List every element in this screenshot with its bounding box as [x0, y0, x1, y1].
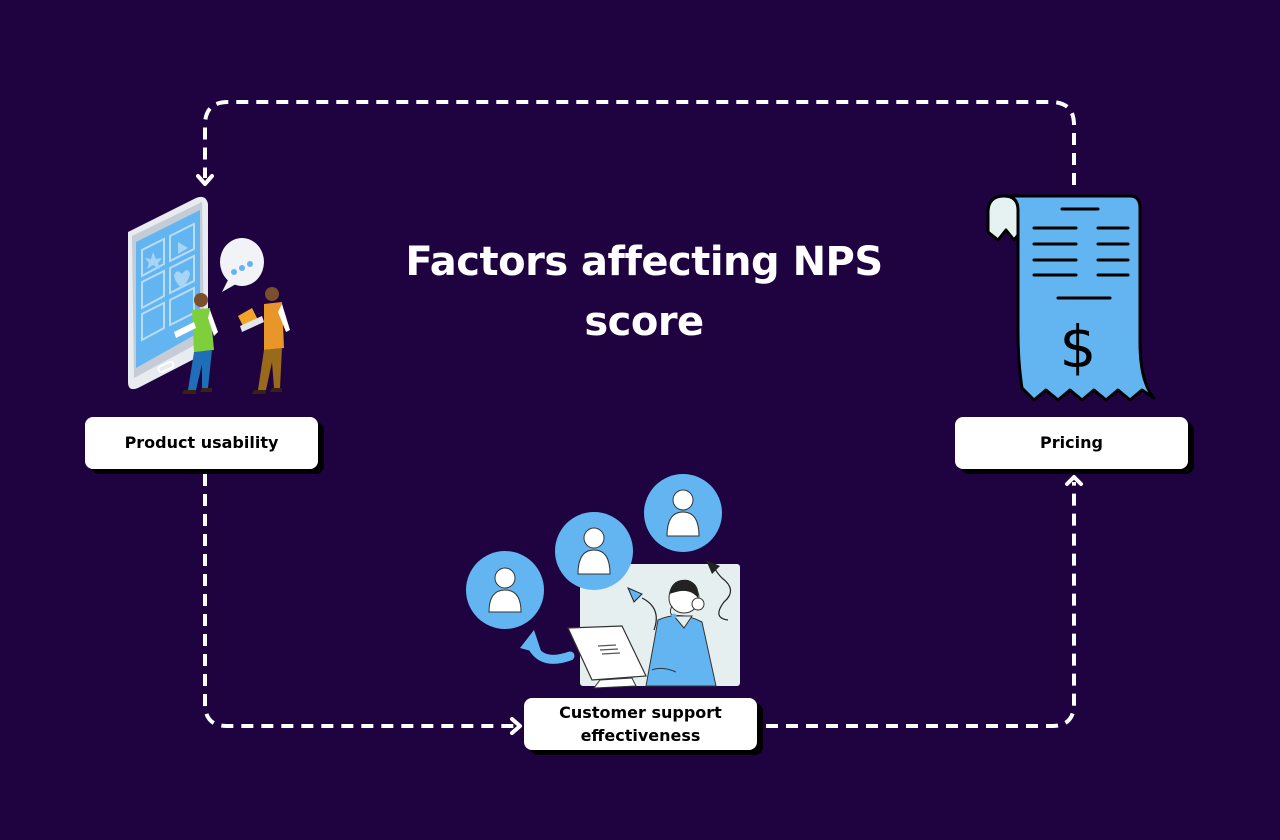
node-product-usability: Product usability [85, 417, 318, 469]
node-customer-support: Customer support effectiveness [524, 698, 757, 750]
node-label: Customer support effectiveness [559, 703, 722, 745]
connector-pricing-to-usability [203, 100, 1076, 185]
receipt-dollar-icon: $ [986, 194, 1156, 402]
node-pricing: Pricing [955, 417, 1188, 469]
arrowhead-down-icon [196, 174, 214, 186]
customer-avatar-icon [466, 551, 544, 629]
node-label: Product usability [124, 433, 279, 452]
connector-support-to-pricing [766, 482, 1076, 728]
customer-avatar-icon [555, 512, 633, 590]
support-agent-headset-icon [466, 474, 740, 689]
arrowhead-up-icon [1065, 475, 1083, 486]
smartphone-with-people-icon [128, 196, 290, 394]
arrowhead-right-icon [510, 717, 522, 735]
connector-usability-to-support [203, 474, 514, 728]
diagram-title: Factors affecting NPS score [405, 239, 883, 345]
node-label: Pricing [1040, 433, 1103, 452]
svg-text:$: $ [1060, 313, 1097, 381]
customer-avatar-icon [644, 474, 722, 552]
